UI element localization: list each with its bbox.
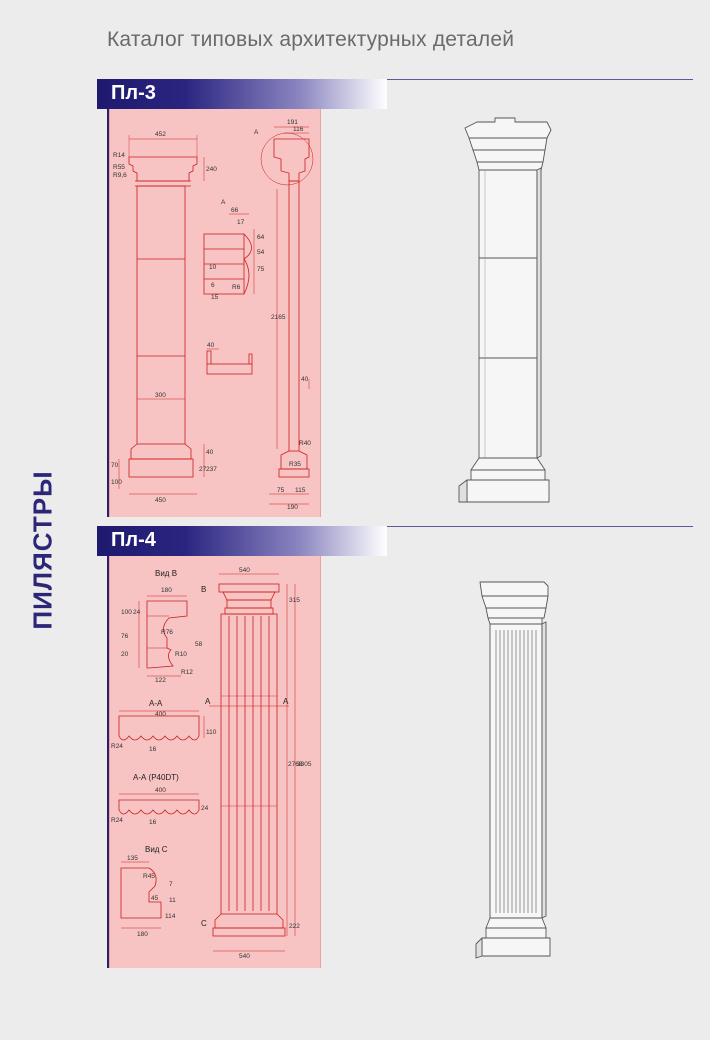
aa2-16: 16 bbox=[149, 819, 157, 826]
vb-r76: R76 bbox=[161, 629, 173, 636]
dim-base-40: 40 bbox=[206, 449, 214, 456]
det-40: 40 bbox=[207, 342, 215, 349]
dim-cap-height: 240 bbox=[206, 166, 217, 173]
dim-shaft-width: 300 bbox=[155, 392, 166, 399]
render-pl3 bbox=[458, 117, 552, 503]
det-r6: R6 bbox=[232, 284, 241, 291]
aa-r24: R24 bbox=[111, 743, 123, 750]
dim-side-top2: 116 bbox=[293, 126, 304, 133]
aa2-title: А-А (Р40DT) bbox=[133, 773, 179, 782]
dim-base-70: 70 bbox=[111, 462, 119, 469]
dim-base-100: 100 bbox=[111, 479, 122, 486]
vb-24: 24 bbox=[133, 609, 141, 616]
vc-7: 7 bbox=[169, 881, 173, 888]
dim-top-width-pl4: 540 bbox=[239, 567, 250, 574]
section-title-pl3: Пл-3 bbox=[111, 82, 156, 104]
det-17: 17 bbox=[237, 219, 245, 226]
mark-a-left: А bbox=[205, 697, 211, 706]
section-rule-pl4 bbox=[387, 526, 693, 527]
det-6: 6 bbox=[211, 282, 215, 289]
category-label: ПИЛЯСТРЫ bbox=[18, 455, 68, 645]
dim-r40: R40 bbox=[299, 440, 311, 447]
det-64: 64 bbox=[257, 234, 265, 241]
section-bar-pl3: Пл-3 bbox=[97, 79, 387, 109]
view-c-title: Вид С bbox=[145, 845, 168, 854]
vb-76: 76 bbox=[121, 633, 129, 640]
dim-base-width: 450 bbox=[155, 497, 166, 504]
dim-base-27: 27 bbox=[199, 466, 207, 473]
dim-base-width-pl4: 540 bbox=[239, 953, 250, 960]
vc-45: 45 bbox=[151, 895, 159, 902]
det-54: 54 bbox=[257, 249, 265, 256]
dim-side-base1: 75 bbox=[277, 487, 285, 494]
section-title-pl4: Пл-4 bbox=[111, 529, 156, 551]
view-b-title: Вид В bbox=[155, 569, 177, 578]
dim-r9: R9,6 bbox=[113, 172, 127, 179]
mark-a: A bbox=[254, 129, 259, 136]
dim-total-height: 2165 bbox=[271, 314, 286, 321]
det-10: 10 bbox=[209, 264, 217, 271]
vc-11: 11 bbox=[169, 897, 176, 904]
page-title: Каталог типовых архитектурных деталей bbox=[107, 28, 515, 51]
vb-r10: R10 bbox=[175, 651, 187, 658]
technical-drawing-pl4: Вид В 180 100 24 76 20 R76 58 R10 R12 12… bbox=[111, 567, 312, 960]
vb-58: 58 bbox=[195, 641, 203, 648]
vb-20: 20 bbox=[121, 651, 129, 658]
aa-16: 16 bbox=[149, 746, 157, 753]
dim-side-base2: 115 bbox=[295, 487, 306, 494]
dim-r14: R14 bbox=[113, 152, 125, 159]
aa2-width: 400 bbox=[155, 787, 166, 794]
vb-width: 180 bbox=[161, 587, 172, 594]
section-divider-pl4 bbox=[107, 556, 109, 968]
dim-side-w: 40 bbox=[301, 376, 309, 383]
dim-r35: R35 bbox=[289, 461, 301, 468]
dim-315: 315 bbox=[289, 597, 300, 604]
aa2-r24: R24 bbox=[111, 817, 123, 824]
section-divider-pl3 bbox=[107, 109, 109, 517]
detail-a-title: A bbox=[221, 199, 226, 206]
vb-r12: R12 bbox=[181, 669, 193, 676]
dim-222: 222 bbox=[289, 923, 300, 930]
dim-2768: 2768 bbox=[288, 761, 303, 768]
vc-114: 114 bbox=[165, 913, 176, 920]
dim-top-width: 452 bbox=[155, 131, 166, 138]
section-bar-pl4: Пл-4 bbox=[97, 526, 387, 556]
vc-r45: R45 bbox=[143, 873, 155, 880]
dim-side-top: 191 bbox=[287, 119, 298, 126]
mark-b: В bbox=[201, 585, 206, 594]
drawing-panel-pl3 bbox=[109, 109, 321, 517]
section-rule-pl3 bbox=[387, 79, 693, 80]
mark-a-right: А bbox=[283, 697, 289, 706]
dim-3305: 3305 bbox=[297, 761, 312, 768]
category-label-text: ПИЛЯСТРЫ bbox=[27, 470, 58, 630]
dim-base-237: 237 bbox=[206, 466, 217, 473]
aa-title: А-А bbox=[149, 699, 163, 708]
vb-100: 100 bbox=[121, 609, 132, 616]
mark-c: С bbox=[201, 919, 207, 928]
aa2-24: 24 bbox=[201, 805, 209, 812]
dim-r55: R55 bbox=[113, 164, 125, 171]
vc-180: 180 bbox=[137, 931, 148, 938]
technical-drawing-pl3: 452 R14 R55 R9,6 240 300 450 40 237 27 7… bbox=[111, 119, 314, 511]
det-66: 66 bbox=[231, 207, 239, 214]
det-75: 75 bbox=[257, 266, 265, 273]
drawing-panel-pl4 bbox=[109, 556, 321, 968]
aa-110: 110 bbox=[206, 729, 217, 736]
vc-135: 135 bbox=[127, 855, 138, 862]
render-pl4 bbox=[475, 581, 551, 959]
det-15: 15 bbox=[211, 294, 219, 301]
vb-122: 122 bbox=[155, 677, 166, 684]
dim-side-base3: 190 bbox=[287, 504, 298, 511]
aa-width: 400 bbox=[155, 711, 166, 718]
